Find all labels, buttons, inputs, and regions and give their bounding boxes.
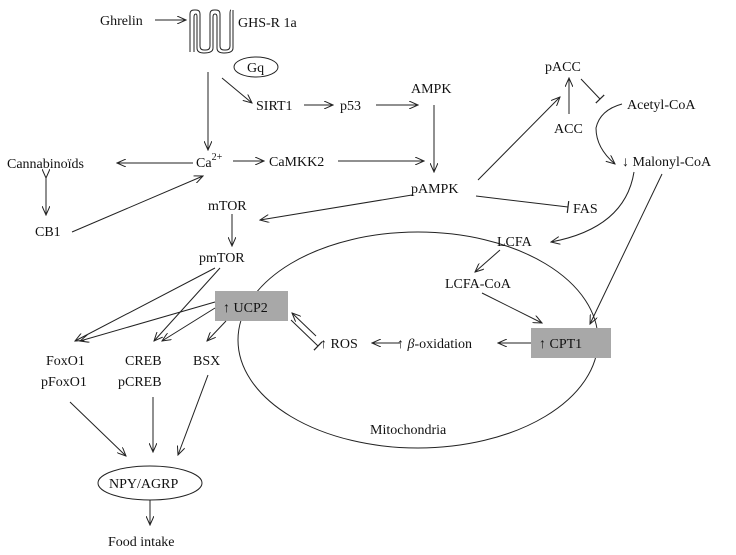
label-lcfa: LCFA: [497, 235, 533, 250]
label-acc: ACC: [554, 122, 583, 137]
label-ghrelin: Ghrelin: [100, 14, 143, 29]
label-foxo1: FoxO1: [46, 354, 85, 369]
label-ghs-r-1a: GHS-R 1a: [238, 16, 298, 31]
label-ros: ↑ ROS: [320, 337, 358, 352]
label-pfoxo1: pFoxO1: [41, 375, 87, 390]
label-food-intake: Food intake: [108, 535, 175, 550]
edges: [46, 20, 663, 525]
label-gq: Gq: [247, 61, 264, 76]
edge-lcfa-lcfacoa: [475, 249, 501, 272]
label-mitochondria: Mitochondria: [370, 423, 447, 438]
edge-ros-ucp2-arrow: [292, 313, 317, 337]
edge-pmtor-creb: [154, 267, 221, 341]
edge-malonyl-cpt1: [590, 173, 663, 324]
label-ca: Ca2+: [196, 152, 223, 171]
label-cb1: CB1: [35, 225, 61, 240]
edge-acetylcoa-malonyl: [595, 103, 623, 164]
receptor-icon: [189, 9, 234, 54]
label-acetyl-coa: Acetyl-CoA: [627, 98, 696, 113]
label-p53: p53: [340, 99, 361, 114]
label-camkk2: CaMKK2: [269, 155, 324, 170]
edge-pampk-pacc: [477, 97, 560, 181]
edge-ghsr-sirt1: [221, 77, 252, 103]
label-malonyl-coa: ↓ Malonyl-CoA: [622, 155, 712, 170]
label-mtor: mTOR: [208, 199, 247, 214]
label-ampk: AMPK: [411, 82, 451, 97]
edge-pampk-mtor: [260, 194, 413, 220]
edge-ucp2-foxo1: [80, 301, 216, 341]
label-cpt1: ↑ CPT1: [539, 337, 582, 352]
edge-pacc-acetylcoa: [580, 78, 605, 104]
edge-ucp2-creb: [162, 307, 216, 341]
label-pcreb: pCREB: [118, 375, 162, 390]
label-pacc: pACC: [545, 60, 581, 75]
edge-pmtor-foxo1: [75, 267, 216, 341]
label-pampk: pAMPK: [411, 182, 458, 197]
edge-bsx-npy: [178, 374, 209, 455]
label-cannabinoids: Cannabinoïds: [7, 157, 84, 172]
edge-cb1-ca: [71, 176, 203, 233]
edge-pampk-fas: [475, 195, 570, 214]
label-beta-oxidation: ↑ β-oxidation: [397, 337, 472, 352]
edge-ucp2-bsx: [207, 320, 227, 341]
label-creb: CREB: [125, 354, 162, 369]
edge-foxo1-npy: [69, 401, 126, 456]
label-ucp2: ↑ UCP2: [223, 301, 268, 316]
label-fas: FAS: [573, 202, 598, 217]
edge-lcfacoa-cpt1: [481, 292, 542, 323]
npy-agrp-ellipse: [97, 465, 203, 501]
label-pmtor: pmTOR: [199, 251, 245, 266]
label-bsx: BSX: [193, 354, 220, 369]
edge-ucp2-ros-inhibit: [290, 319, 323, 351]
label-npy-agrp: NPY/AGRP: [109, 477, 178, 492]
ucp2-box: [215, 291, 288, 321]
label-lcfa-coa: LCFA-CoA: [445, 277, 512, 292]
label-sirt1: SIRT1: [256, 99, 293, 114]
gq-ellipse: [233, 56, 279, 78]
cpt1-box: [531, 328, 611, 358]
edge-malonyl-lcfa: [551, 171, 635, 242]
